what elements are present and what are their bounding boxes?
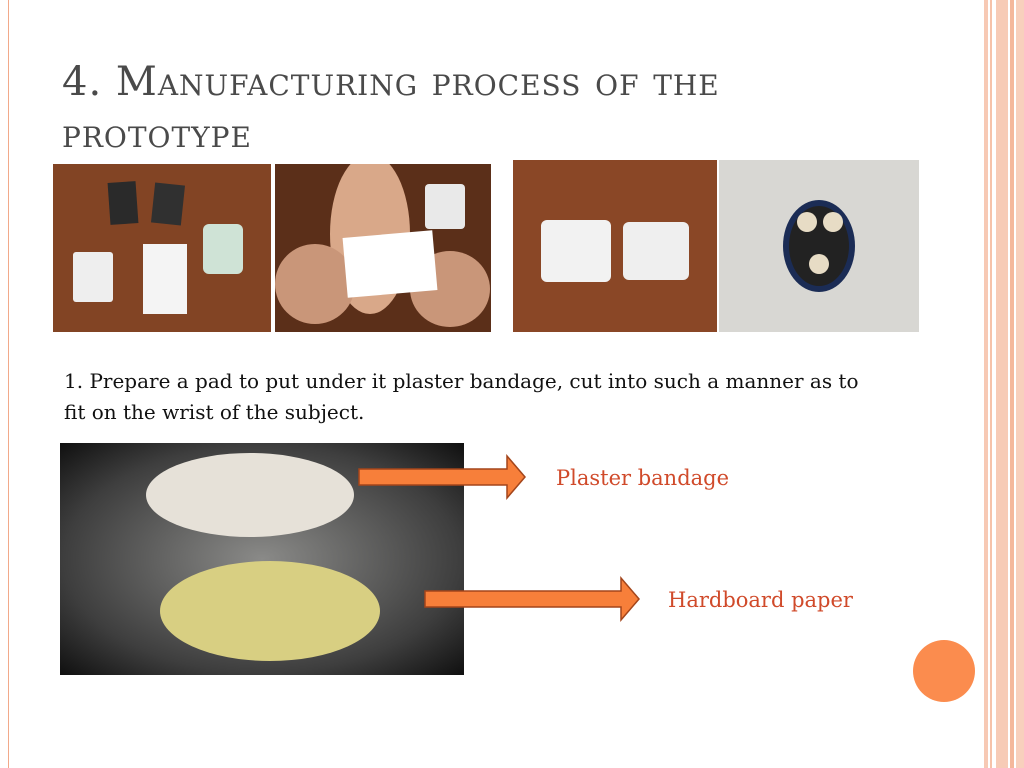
decorative-circle	[913, 640, 975, 702]
photo-pad-materials	[60, 443, 464, 675]
photo-device	[719, 160, 919, 332]
arrow-plaster	[357, 453, 529, 504]
arrow-hardboard	[423, 575, 643, 626]
photo-materials	[53, 164, 271, 332]
label-hardboard-paper: Hardboard paper	[668, 588, 853, 612]
slide-title: 4. Manufacturing process of the prototyp…	[62, 59, 720, 157]
step-description: 1. Prepare a pad to put under it plaster…	[64, 369, 859, 424]
decorative-stripes	[984, 0, 1024, 768]
photo-wrist-application	[275, 164, 491, 332]
label-plaster-bandage: Plaster bandage	[556, 466, 730, 490]
left-border-line	[8, 0, 9, 768]
photo-formed-pieces	[513, 160, 717, 332]
